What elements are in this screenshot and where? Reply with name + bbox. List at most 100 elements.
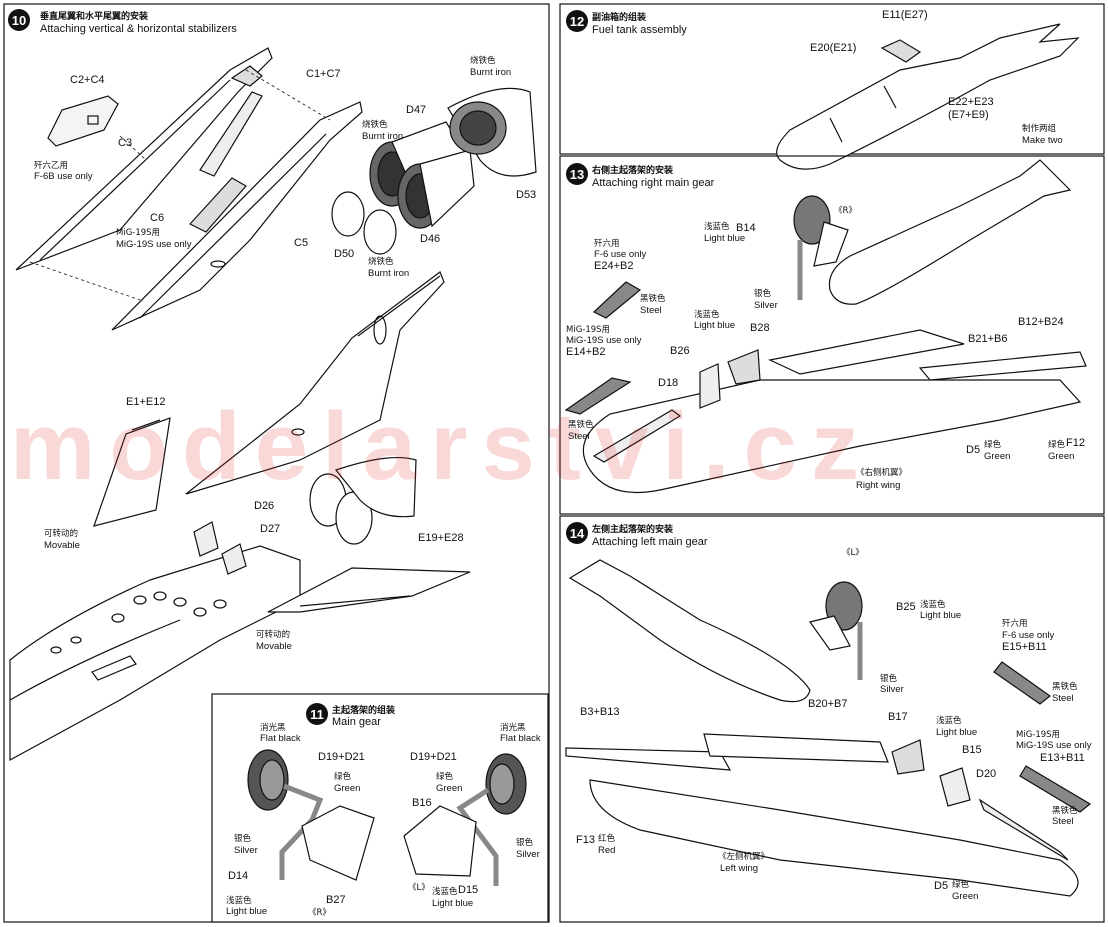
make-two-cn: 制作两组 [1022,124,1057,134]
label-b3b13: B3+B13 [580,706,620,718]
label-d19d21-right: D19+D21 [410,751,457,763]
f6-only-cn: 歼六用 [594,239,620,249]
green-2-cn: 绿色 [1048,440,1066,450]
step-11-number: 11 [306,703,328,725]
red-en: Red [598,845,616,856]
mig-only-cn: MiG-19S用 [566,325,611,335]
flat-black-1-en: Flat black [260,733,301,744]
movable-2-en: Movable [256,641,292,652]
silver-en: Silver [754,300,778,311]
light-blue-1-cn: 浅蓝色 [226,896,252,906]
green-en: Green [984,451,1011,462]
label-c6: C6 [150,212,165,224]
movable-1-en: Movable [44,540,80,551]
green-en-14: Green [952,891,979,902]
light-blue-1-en: Light blue [226,906,268,917]
right-wing-en: Right wing [856,480,901,491]
step-13-title-cn: 右侧主起落架的安装 [592,166,674,176]
label-b14: B14 [736,222,756,234]
silver-cn: 银色 [754,289,772,299]
label-d50: D50 [334,248,355,260]
burnt-iron-3-cn: 烧铁色 [368,257,394,267]
label-b17: B17 [888,711,908,723]
silver-en-14: Silver [880,684,904,695]
label-e22-e23: E22+E23 [948,96,994,108]
step-14-number: 14 [566,522,588,544]
light-blue-cn-14: 浅蓝色 [920,600,946,610]
step-11-title-cn: 主起落架的组装 [332,706,396,716]
light-blue-cn: 浅蓝色 [704,222,730,232]
burnt-iron-2-en: Burnt iron [362,131,404,142]
right-wing-cn: 《右侧机翼》 [856,468,908,478]
label-e11-e27: E11(E27) [882,9,928,21]
label-b21b6: B21+B6 [968,333,1008,345]
flat-black-2-en: Flat black [500,733,541,744]
left-gear-mark: 《L》 [842,548,864,558]
left-wing-cn: 《左侧机翼》 [718,852,770,862]
green-cn-14: 绿色 [952,880,970,890]
light-blue-2-cn: 浅蓝色 [694,310,720,320]
label-e20-e21: E20(E21) [810,42,857,54]
movable-1-cn: 可转动的 [44,529,79,539]
f6-only-en: F-6 use only [594,249,647,260]
mig-only-cn-14: MiG-19S用 [1016,730,1061,740]
steel-2-en-14: Steel [1052,816,1074,827]
label-d27: D27 [260,523,281,535]
step-10-title-cn: 垂直尾翼和水平尾翼的安装 [40,12,149,22]
left-side-mark: 《L》 [408,883,430,893]
steel-2-en: Steel [568,431,590,442]
steel-1-en-14: Steel [1052,693,1074,704]
light-blue-en: Light blue [704,233,746,244]
label-c3: C3 [118,137,133,149]
mig-only-en-14: MiG-19S use only [1016,740,1092,751]
label-d46: D46 [420,233,441,245]
label-e1e12: E1+E12 [126,396,166,408]
green-2-en: Green [1048,451,1075,462]
label-f13: F13 [576,834,595,846]
step-14-title-en: Attaching left main gear [592,536,708,548]
label-b15: B15 [962,744,982,756]
label-b25: B25 [896,601,916,613]
light-blue-en-14: Light blue [920,610,962,621]
note-mig-en: MiG-19S use only [116,239,192,250]
make-two-en: Make two [1022,135,1063,146]
flat-black-1-cn: 消光黑 [260,723,286,733]
label-b26: B26 [670,345,690,357]
label-e24b2: E24+B2 [594,260,634,272]
f6-only-cn-14: 歼六用 [1002,619,1028,629]
left-wing-en: Left wing [720,863,759,874]
green-1-en: Green [334,783,361,794]
green-2-cn: 绿色 [436,772,454,782]
label-d53: D53 [516,189,537,201]
steel-2-cn: 黑铁色 [568,420,594,430]
steel-2-cn-14: 黑铁色 [1052,806,1078,816]
burnt-iron-1-en: Burnt iron [470,67,512,78]
right-side-mark: 《R》 [308,908,331,918]
burnt-iron-1-cn: 烧铁色 [470,56,496,66]
label-e13b11: E13+B11 [1040,752,1085,764]
mig-only-en: MiG-19S use only [566,335,642,346]
silver-cn-14: 银色 [880,674,898,684]
steel-1-en: Steel [640,305,662,316]
movable-2-cn: 可转动的 [256,630,291,640]
label-b20b7: B20+B7 [808,698,848,710]
label-d18: D18 [658,377,679,389]
step-13-number: 13 [566,163,588,185]
red-cn: 红色 [598,834,616,844]
step-11-title-en: Main gear [332,716,381,728]
light-blue-2-en-14: Light blue [936,727,978,738]
note-f6b-en: F-6B use only [34,171,93,182]
f6-only-en-14: F-6 use only [1002,630,1055,641]
step-10-number: 10 [8,9,30,31]
label-e7-e9: (E7+E9) [948,109,989,121]
label-d14: D14 [228,870,249,882]
note-mig-cn: MiG-19S用 [116,228,161,238]
label-e14b2: E14+B2 [566,346,606,358]
step-10-title-en: Attaching vertical & horizontal stabiliz… [40,23,237,35]
label-c5: C5 [294,237,309,249]
silver-2-en: Silver [516,849,540,860]
light-blue-2-en: Light blue [432,898,474,909]
step-12-number: 12 [566,10,588,32]
light-blue-2-cn-14: 浅蓝色 [936,716,962,726]
label-d20: D20 [976,768,997,780]
